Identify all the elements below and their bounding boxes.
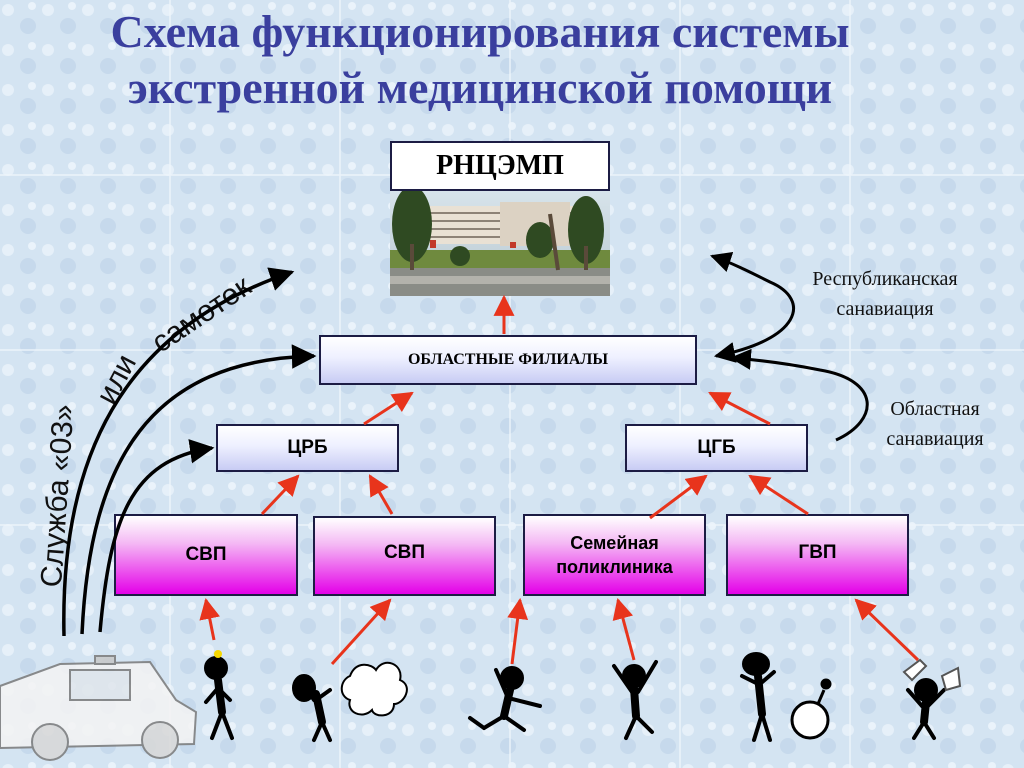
arrow-gvp-to-cgb <box>748 474 809 516</box>
node-regional-branches: ОБЛАСТНЫЕ ФИЛИАЛЫ <box>319 335 697 385</box>
arrow-p5-to-gvp <box>854 598 920 662</box>
phone-icon <box>902 658 962 692</box>
patient-figure-3 <box>468 666 542 732</box>
patient-figure-2 <box>292 674 332 742</box>
ambulance-icon <box>0 655 198 761</box>
curve-03-to-rncemp <box>62 267 295 637</box>
patient-figure-6 <box>906 678 946 740</box>
node-crb: ЦРБ <box>216 424 399 472</box>
page-title: Схема функционирования системы экстренно… <box>110 6 850 113</box>
curve-03-to-crb <box>98 439 215 633</box>
explosion-icon <box>340 661 408 717</box>
arrow-crb-to-regional-2 <box>708 391 771 426</box>
node-svp-1: СВП <box>114 514 298 596</box>
patient-figure-5 <box>740 652 776 742</box>
hospital-photo <box>390 184 610 296</box>
node-rncemp: РНЦЭМП <box>390 141 610 191</box>
arrow-svp2-to-crb <box>368 474 394 515</box>
arrow-svp1-to-crb <box>260 474 300 516</box>
curve-03-to-regional <box>80 344 317 635</box>
note-republic-sanaviation: Республиканская санавиация <box>812 268 958 320</box>
arrow-p2-to-svp2 <box>330 598 392 666</box>
arrow-p3-to-family <box>507 597 529 665</box>
node-gvp: ГВП <box>726 514 909 596</box>
node-cgb: ЦГБ <box>625 424 808 472</box>
arrow-crb-to-regional-1 <box>363 391 414 426</box>
bomb-icon <box>790 678 832 740</box>
note-regional-sanaviation: Областная санавиация <box>886 398 984 450</box>
curve-republic-sanaviation <box>710 252 796 363</box>
node-family-polyclinic: Семейная поликлиника <box>523 514 706 596</box>
node-svp-2: СВП <box>313 516 496 596</box>
arrow-family-to-cgb <box>649 474 708 520</box>
arrow-p1-to-svp1 <box>199 597 221 641</box>
patient-figure-1 <box>204 650 234 740</box>
arrow-p4-to-family <box>612 597 636 661</box>
curve-region-sanaviation <box>729 348 869 442</box>
patient-figure-4 <box>612 660 658 740</box>
